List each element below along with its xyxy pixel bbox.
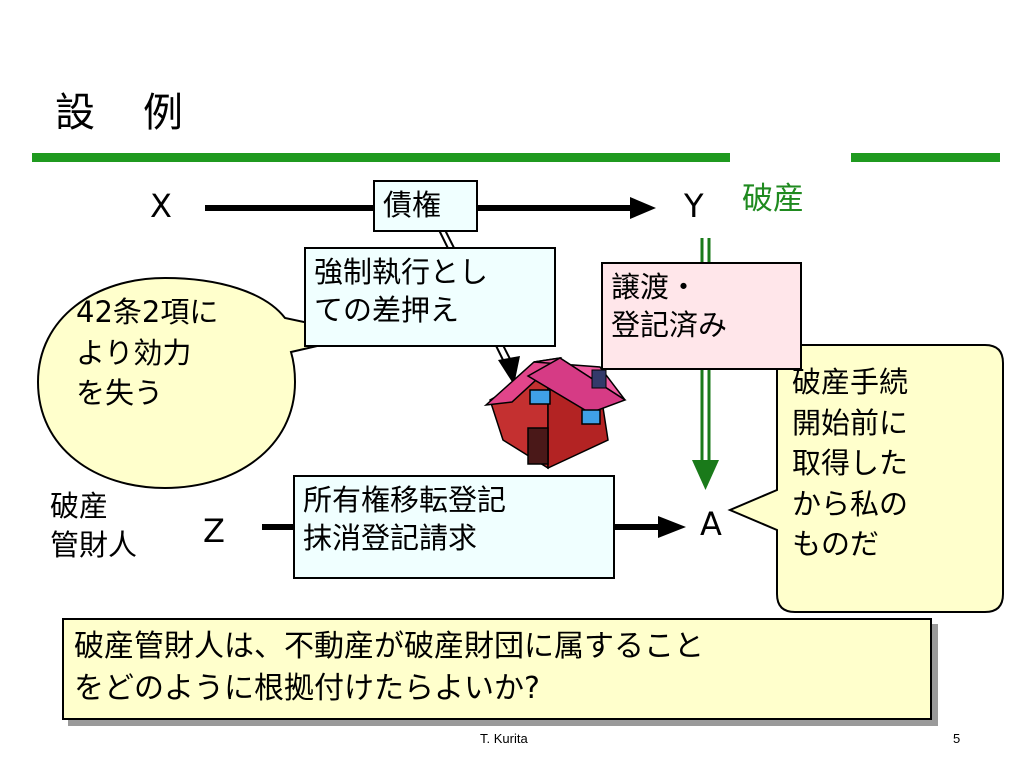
party-z-label: Z: [203, 512, 225, 550]
claim-box-text: 債権: [383, 188, 442, 222]
left-callout-shape: [36, 276, 366, 490]
party-x-label: X: [150, 187, 172, 225]
party-a-label: A: [700, 505, 722, 543]
trustee-label-line-1: 破産: [50, 489, 109, 523]
enforcement-line-2: ての差押え: [314, 293, 460, 328]
y-to-a-arrowhead: [692, 460, 719, 490]
x-to-y-arrowhead: [630, 197, 656, 219]
bankruptcy-label: 破産: [742, 181, 804, 217]
right-callout-line-1: 破産手続: [792, 365, 909, 399]
right-callout-line-4: から私の: [792, 486, 909, 521]
question-caption-box: 破産管財人は、不動産が破産財団に属すること をどのように根拠付けたらよいか?: [62, 618, 932, 720]
title-rule-gap: [730, 153, 851, 162]
page-title: 設 例: [55, 90, 187, 136]
transfer-line-2: 登記済み: [611, 308, 728, 343]
title-rule: [32, 153, 1000, 162]
transfer-box: 譲渡・ 登記済み: [601, 262, 802, 370]
claim-box: 債権: [373, 180, 478, 232]
caption-line-2: をどのように根拠付けたらよいか?: [74, 671, 540, 706]
left-callout-line-1: 42条2項に: [76, 295, 219, 329]
trustee-label: 破産 管財人: [50, 487, 137, 565]
footer-author: T. Kurita: [480, 731, 528, 746]
left-callout-text: 42条2項に より効力 を失う: [76, 292, 218, 414]
cancellation-line-1: 所有権移転登記: [303, 483, 507, 517]
right-callout-line-3: 取得した: [792, 446, 909, 481]
enforcement-line-1: 強制執行とし: [314, 255, 489, 289]
cancellation-box: 所有権移転登記 抹消登記請求: [293, 475, 615, 579]
party-y-label: Y: [684, 187, 704, 225]
right-callout-line-2: 開始前に: [792, 405, 909, 440]
transfer-line-1: 譲渡・: [611, 270, 699, 304]
trustee-label-line-2: 管財人: [50, 528, 138, 563]
caption-line-1: 破産管財人は、不動産が破産財団に属すること: [74, 629, 704, 664]
claim-to-house-arrowhead: [498, 356, 520, 385]
left-callout-line-3: を失う: [76, 376, 164, 411]
z-to-a-arrowhead: [658, 516, 686, 538]
cancellation-line-2: 抹消登記請求: [303, 521, 478, 556]
right-callout-line-5: ものだ: [792, 527, 880, 562]
right-callout-text: 破産手続 開始前に 取得した から私の ものだ: [792, 362, 908, 565]
house-icon: [483, 356, 627, 470]
enforcement-box: 強制執行とし ての差押え: [304, 247, 556, 347]
left-callout-line-2: より効力: [76, 335, 192, 370]
footer-page-number: 5: [953, 731, 961, 746]
